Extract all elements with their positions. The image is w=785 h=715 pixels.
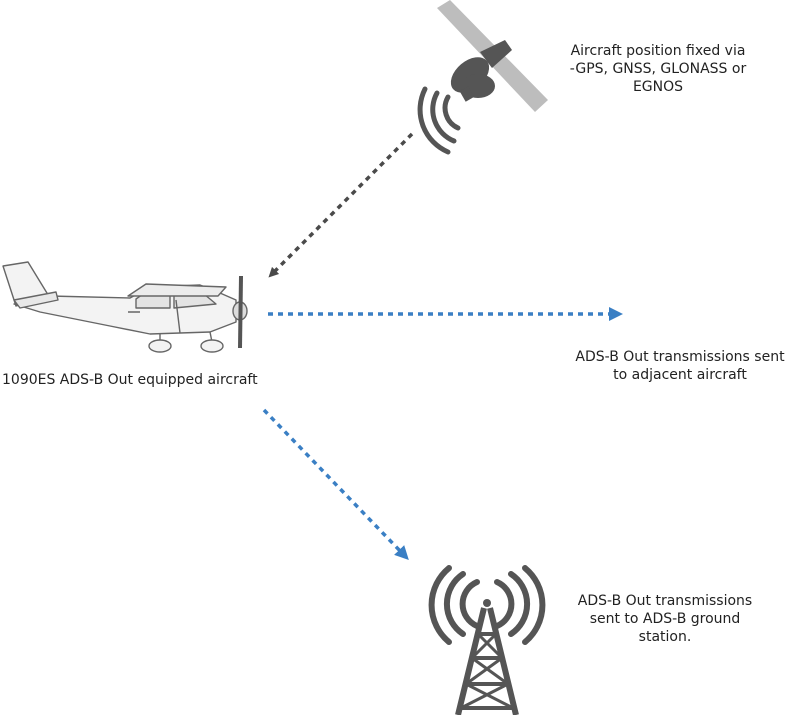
satellite-caption: Aircraft position fixed via -GPS, GNSS, … <box>548 42 768 96</box>
adjacent-caption-line: ADS-B Out transmissions sent <box>575 349 785 365</box>
satellite-caption-line: Aircraft position fixed via <box>570 43 746 59</box>
satellite-caption-line: -GPS, GNSS, GLONASS or <box>569 61 747 77</box>
ground-caption-line: sent to ADS-B ground <box>589 611 741 627</box>
satellite-caption-line: EGNOS <box>632 79 684 95</box>
gnss-link-arrow <box>268 132 414 278</box>
ground-caption-line: station. <box>638 629 692 645</box>
adjacent-caption-line: to adjacent aircraft <box>613 367 747 383</box>
ground-caption-line: ADS-B Out transmissions <box>577 593 753 609</box>
satellite-icon <box>417 0 548 155</box>
ground-station-link-arrow <box>262 408 409 561</box>
adjacent-aircraft-caption: ADS-B Out transmissions sent to adjacent… <box>560 348 785 384</box>
radio-tower-icon <box>428 565 546 715</box>
ground-station-caption: ADS-B Out transmissions sent to ADS-B gr… <box>565 592 765 646</box>
aircraft-icon <box>2 261 248 353</box>
aircraft-caption: 1090ES ADS-B Out equipped aircraft <box>2 372 258 388</box>
